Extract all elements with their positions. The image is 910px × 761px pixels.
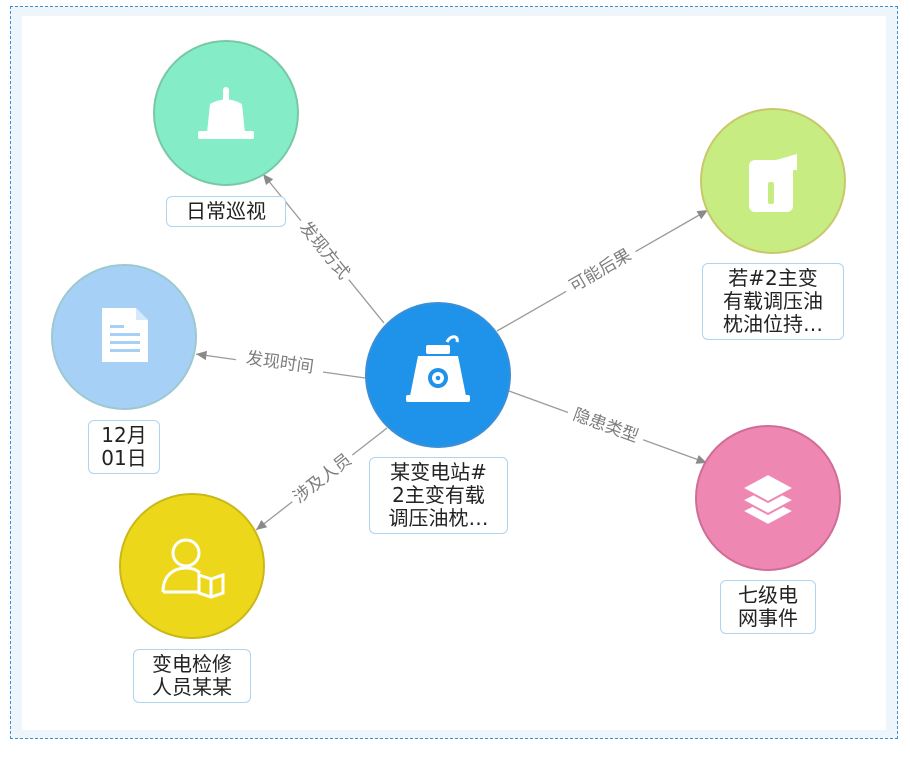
node-label-type: 七级电 网事件 — [720, 580, 816, 634]
node-person[interactable] — [119, 493, 265, 639]
center-node[interactable] — [365, 302, 511, 448]
alarm-bell-icon — [198, 87, 254, 139]
node-consequence[interactable] — [700, 108, 846, 254]
layers-icon — [739, 472, 797, 527]
oil-bottle-icon — [749, 154, 797, 212]
node-type[interactable] — [695, 425, 841, 571]
node-label-center: 某变电站# 2主变有载 调压油枕… — [369, 457, 508, 534]
node-inspection[interactable] — [153, 40, 299, 186]
transformer-icon — [406, 335, 470, 402]
node-label-consequence: 若#2主变 有载调压油 枕油位持… — [702, 263, 844, 340]
node-label-person: 变电检修 人员某某 — [133, 649, 251, 703]
node-time[interactable] — [51, 264, 197, 410]
person-book-icon — [161, 538, 225, 599]
node-label-inspection: 日常巡视 — [166, 196, 286, 227]
node-label-time: 12月 01日 — [88, 420, 160, 474]
document-icon — [102, 308, 148, 362]
